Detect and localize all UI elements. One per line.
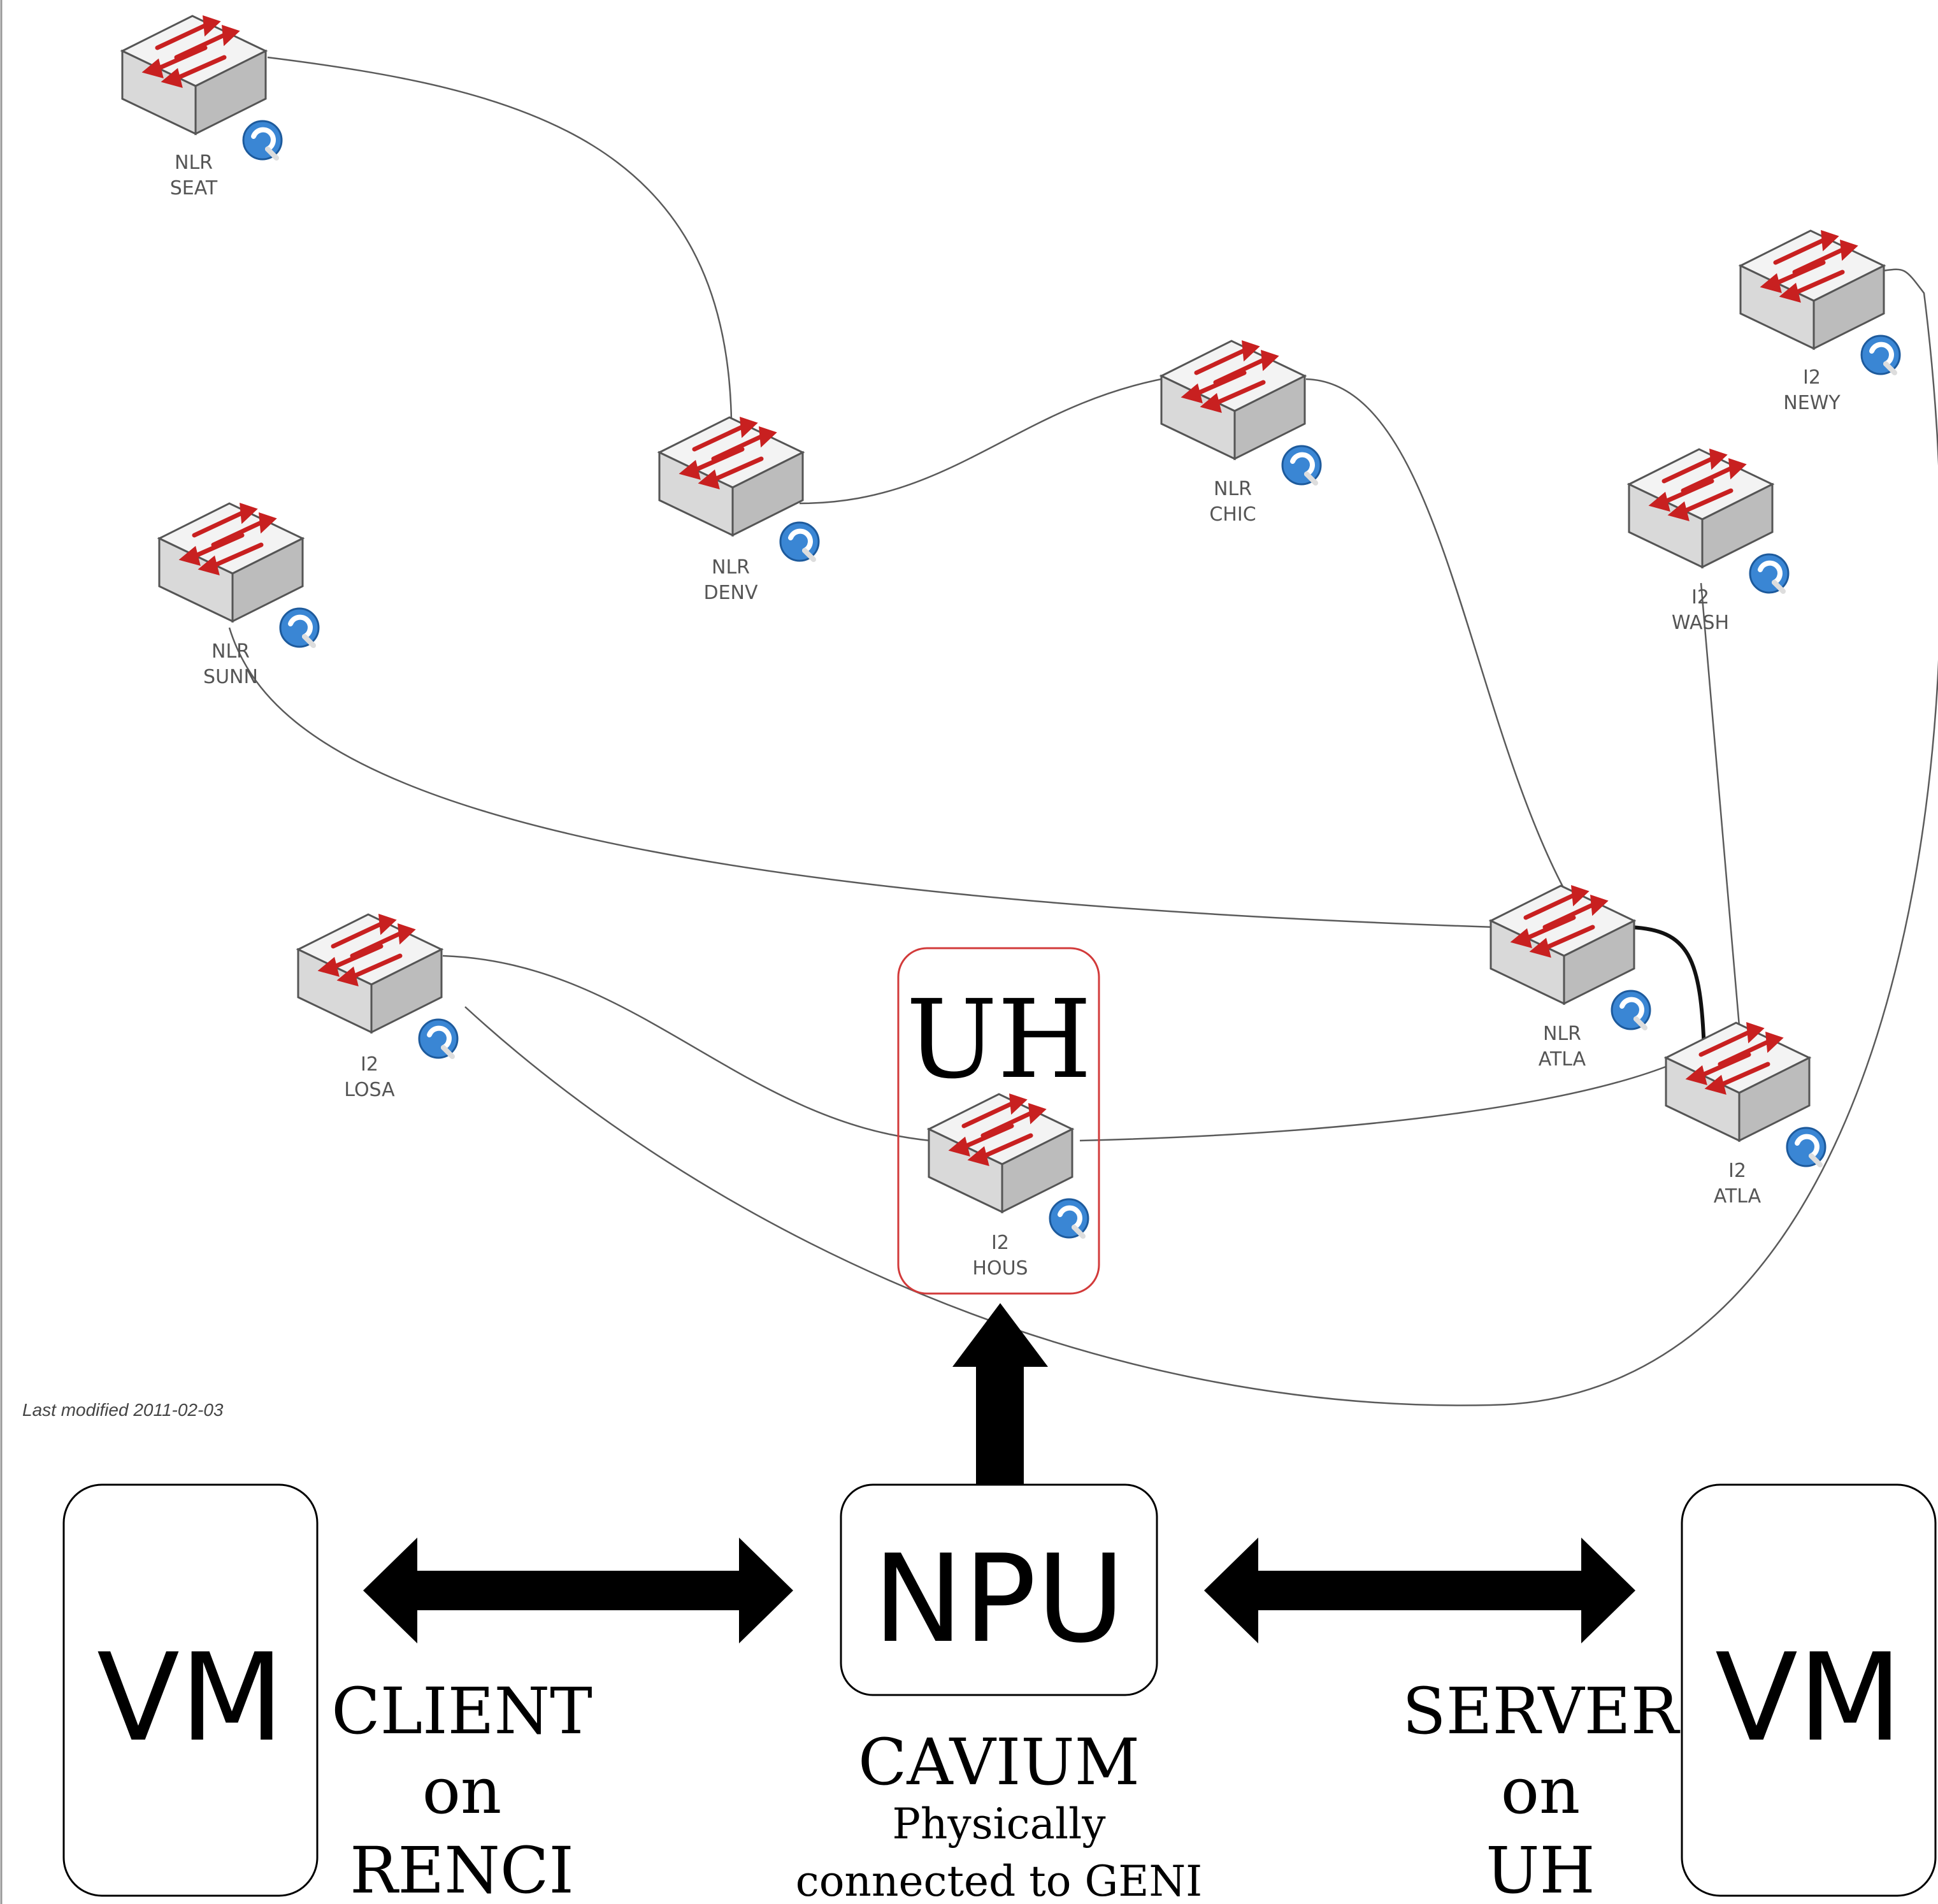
cavium-line1: Physically xyxy=(893,1799,1107,1849)
switch-label-line1: I2 xyxy=(361,1053,378,1076)
client-line1: CLIENT xyxy=(331,1674,592,1749)
switch-label-line2: ATLA xyxy=(1714,1185,1762,1208)
switch-label-line2: HOUS xyxy=(972,1257,1028,1280)
switch-label-line2: CHIC xyxy=(1209,503,1256,526)
link-hous-i2-atla xyxy=(1079,1063,1673,1142)
switch-nlr-seat: NLR SEAT xyxy=(122,16,282,199)
switch-label-line1: I2 xyxy=(1691,586,1709,609)
server-line1: SERVER xyxy=(1402,1674,1680,1749)
switch-label-line1: I2 xyxy=(1803,366,1821,389)
cavium-title: CAVIUM xyxy=(858,1725,1140,1799)
client-npu-double-arrow xyxy=(363,1538,793,1643)
switch-i2-losa: I2 LOSA xyxy=(298,914,457,1101)
switch-label-line1: NLR xyxy=(712,556,750,579)
status-badge-icon xyxy=(1862,336,1900,374)
up-arrow xyxy=(952,1303,1048,1485)
status-badge-icon xyxy=(419,1020,457,1058)
switch-label-line2: SEAT xyxy=(170,177,218,199)
uh-highlight-box xyxy=(897,947,1100,1295)
switch-label-line1: NLR xyxy=(175,152,213,174)
switch-label-line2: LOSA xyxy=(344,1079,395,1101)
switch-label-line1: I2 xyxy=(991,1232,1009,1254)
switch-label-line2: WASH xyxy=(1672,612,1729,634)
npu-server-double-arrow xyxy=(1204,1538,1635,1643)
switch-nlr-sunn: NLR SUNN xyxy=(159,503,319,688)
switch-nlr-chic: NLR CHIC xyxy=(1161,341,1321,526)
status-badge-icon xyxy=(1750,554,1788,593)
link-wash-i2-atla xyxy=(1700,582,1741,1027)
status-badge-icon xyxy=(780,523,819,561)
switch-i2-wash: I2 WASH xyxy=(1629,449,1788,634)
switch-label-line2: ATLA xyxy=(1539,1048,1586,1071)
status-badge-icon xyxy=(1612,991,1650,1029)
client-line3: RENCI xyxy=(350,1833,574,1904)
switch-label-line1: NLR xyxy=(212,640,250,663)
switch-i2-newy: I2 NEWY xyxy=(1741,231,1900,414)
status-badge-icon xyxy=(1282,446,1321,484)
link-sunn-nlr-atla xyxy=(228,627,1495,928)
server-line3: UH xyxy=(1486,1833,1595,1904)
switch-label-line2: NEWY xyxy=(1783,392,1841,414)
last-modified-note: Last modified 2011-02-03 xyxy=(22,1400,224,1420)
uh-label: UH xyxy=(906,977,1092,1103)
npu-box xyxy=(840,1483,1158,1696)
status-badge-icon xyxy=(1050,1199,1088,1237)
cavium-line2: connected to GENI xyxy=(796,1857,1203,1904)
link-nlr-atla-i2-atla xyxy=(1630,925,1706,1052)
server-line2: on xyxy=(1501,1754,1581,1828)
link-losa-hous xyxy=(442,955,931,1142)
status-badge-icon xyxy=(1787,1128,1825,1166)
switch-label-line1: I2 xyxy=(1728,1160,1746,1182)
status-badge-icon xyxy=(243,121,282,159)
client-vm-box xyxy=(62,1483,319,1897)
switch-nlr-denv: NLR DENV xyxy=(659,417,819,604)
switch-nlr-atla: NLR ATLA xyxy=(1491,886,1650,1071)
link-denv-chic xyxy=(799,375,1179,505)
status-badge-icon xyxy=(280,609,319,647)
switch-label-line2: DENV xyxy=(703,582,757,604)
npu-label: NPU xyxy=(873,1529,1125,1670)
switch-i2-atla: I2 ATLA xyxy=(1666,1023,1825,1208)
switch-label-line1: NLR xyxy=(1214,478,1252,500)
link-seat-denv xyxy=(267,56,733,421)
switch-label-line2: SUNN xyxy=(203,666,258,688)
server-vm-label: VM xyxy=(1715,1627,1902,1768)
link-chic-nlr-atla xyxy=(1305,378,1565,890)
switch-label-line1: NLR xyxy=(1543,1023,1581,1045)
server-vm-box xyxy=(1681,1483,1937,1897)
client-line2: on xyxy=(422,1754,502,1828)
switch-i2-hous: I2 HOUS xyxy=(929,1094,1088,1280)
network-links xyxy=(228,56,1938,1406)
client-vm-label: VM xyxy=(97,1627,284,1768)
